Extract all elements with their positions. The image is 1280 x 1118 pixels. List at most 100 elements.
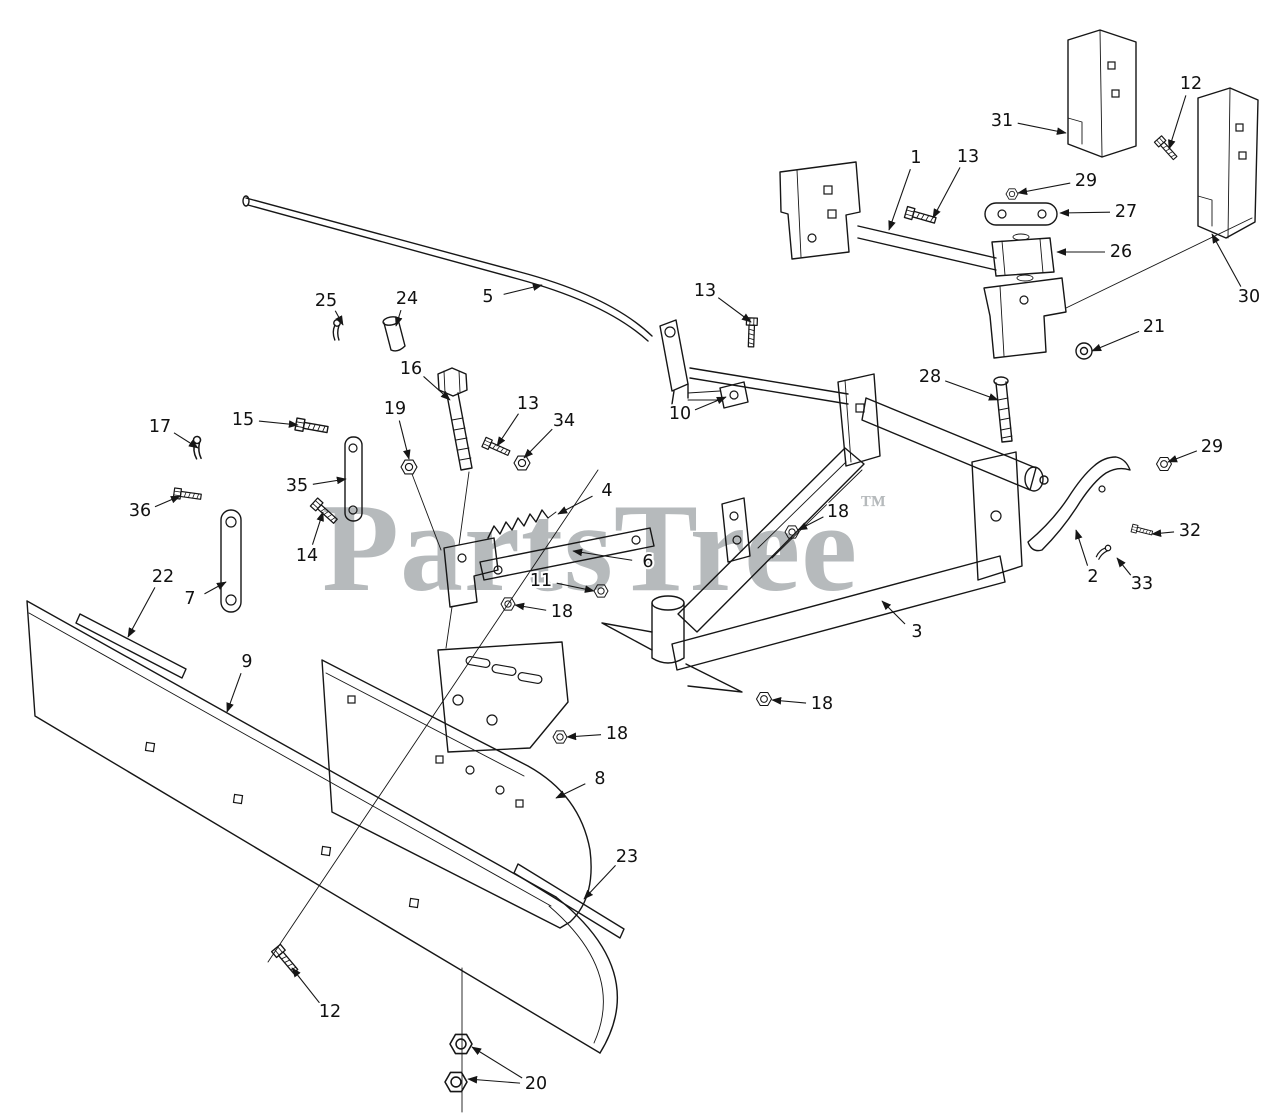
callout-leader-16 xyxy=(423,376,451,401)
bolt-14 xyxy=(309,497,340,526)
callout-1: 1 xyxy=(910,148,921,168)
callout-leader-4 xyxy=(557,495,593,515)
callout-leader-33 xyxy=(1116,557,1132,576)
callout-leader-8 xyxy=(555,783,586,799)
callout-27: 27 xyxy=(1115,202,1137,222)
callout-leader-11 xyxy=(556,582,595,593)
nut-29-top xyxy=(1005,188,1019,200)
bolt-13-left xyxy=(481,436,512,459)
bracket-31 xyxy=(1067,29,1137,158)
nut-18-d xyxy=(552,730,568,744)
callout-34: 34 xyxy=(553,411,575,431)
callout-leader-1 xyxy=(888,169,911,231)
callout-6: 6 xyxy=(642,552,653,572)
callout-leader-13 xyxy=(717,297,752,323)
callout-35: 35 xyxy=(286,476,308,496)
callout-18: 18 xyxy=(551,602,573,622)
callout-26: 26 xyxy=(1110,242,1132,262)
callout-leader-32 xyxy=(1151,529,1175,537)
callout-18: 18 xyxy=(811,694,833,714)
callout-29: 29 xyxy=(1201,437,1223,457)
bolt-36 xyxy=(172,487,203,503)
callout-16: 16 xyxy=(400,359,422,379)
blade-moldboard xyxy=(26,600,625,1054)
blade-skin-8 xyxy=(321,659,592,929)
lift-rod-assembly xyxy=(242,195,749,409)
callout-leader-34 xyxy=(523,428,553,459)
callout-19: 19 xyxy=(384,399,406,419)
lift-lever-2 xyxy=(1027,456,1131,552)
callout-leader-19 xyxy=(398,420,411,460)
nut-34 xyxy=(513,455,531,471)
nut-19 xyxy=(400,459,418,475)
callout-leader-18 xyxy=(771,696,807,705)
blade-mount-bracket xyxy=(437,641,569,753)
callout-20: 20 xyxy=(525,1074,547,1094)
callout-30: 30 xyxy=(1238,287,1260,307)
callout-14: 14 xyxy=(296,546,318,566)
callout-2: 2 xyxy=(1087,567,1098,587)
callout-leader-3 xyxy=(881,600,906,625)
callout-leader-24 xyxy=(395,309,403,327)
callout-29: 29 xyxy=(1075,171,1097,191)
callout-leader-30 xyxy=(1211,233,1242,287)
callout-leader-31 xyxy=(1017,122,1067,135)
callout-leader-5 xyxy=(503,283,543,295)
callout-28: 28 xyxy=(919,367,941,387)
nut-20-b xyxy=(444,1071,468,1093)
wear-strip-22 xyxy=(75,613,187,679)
callout-18: 18 xyxy=(606,724,628,744)
nut-29-right xyxy=(1155,456,1173,472)
callout-8: 8 xyxy=(594,769,605,789)
callout-leader-18 xyxy=(797,516,824,531)
callout-leader-28 xyxy=(944,380,999,401)
callout-12: 12 xyxy=(319,1002,341,1022)
hitch-assembly xyxy=(779,161,1067,443)
bolt-13-mid xyxy=(744,317,759,348)
callout-leader-9 xyxy=(226,672,242,713)
callout-36: 36 xyxy=(129,501,151,521)
pin-24 xyxy=(382,316,406,352)
bracket-30 xyxy=(1197,87,1259,239)
callout-24: 24 xyxy=(396,289,418,309)
nut-18-c xyxy=(755,691,773,707)
callout-4: 4 xyxy=(601,481,612,501)
callout-17: 17 xyxy=(149,417,171,437)
spacer-26 xyxy=(991,237,1055,277)
callout-leader-15 xyxy=(258,420,299,428)
callout-13: 13 xyxy=(957,147,979,167)
callout-3: 3 xyxy=(911,622,922,642)
callout-leader-36 xyxy=(154,495,181,508)
callout-5: 5 xyxy=(482,287,493,307)
callout-leader-13 xyxy=(932,167,961,219)
trademark-symbol: ™ xyxy=(860,490,888,519)
spring-4 xyxy=(487,509,549,539)
nut-20-a xyxy=(449,1033,473,1055)
callout-leader-20 xyxy=(467,1075,521,1084)
bolt-12-bottom xyxy=(270,943,301,976)
callout-9: 9 xyxy=(241,652,252,672)
cotter-pin-33 xyxy=(1093,543,1114,561)
callout-leader-35 xyxy=(312,476,347,485)
trip-spring-assembly xyxy=(443,509,655,649)
bolt-12-top xyxy=(1153,135,1180,162)
callout-25: 25 xyxy=(315,291,337,311)
callout-leader-29 xyxy=(1167,450,1198,463)
callout-13: 13 xyxy=(694,281,716,301)
callout-22: 22 xyxy=(152,567,174,587)
arm-6 xyxy=(479,527,655,581)
callout-13: 13 xyxy=(517,394,539,414)
link-7 xyxy=(220,509,242,613)
callout-10: 10 xyxy=(669,404,691,424)
bolt-32 xyxy=(1130,523,1154,538)
callout-leader-22 xyxy=(127,587,156,638)
nut-11 xyxy=(593,584,609,598)
bolt-15 xyxy=(294,417,330,437)
callout-leader-6 xyxy=(572,548,633,561)
callout-leader-21 xyxy=(1091,330,1140,352)
callout-leader-18 xyxy=(566,732,602,741)
lift-rod-5 xyxy=(245,197,653,337)
